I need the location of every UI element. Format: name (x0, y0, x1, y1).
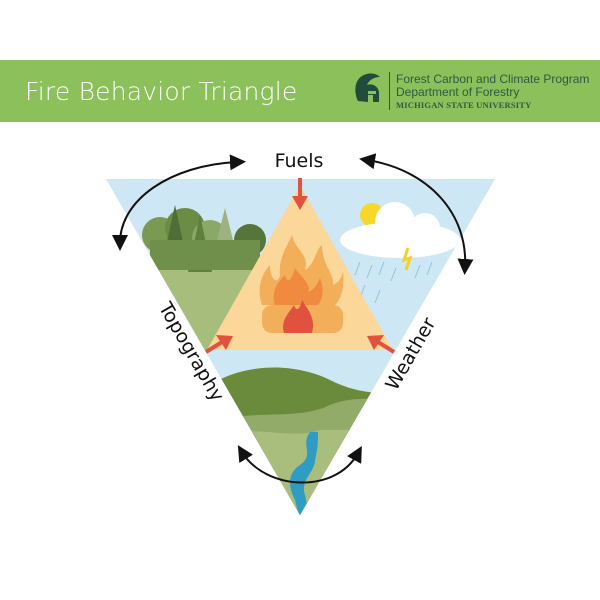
org-department: Department of Forestry (396, 85, 520, 99)
header-banner: Fire Behavior Triangle Forest Carbon and… (0, 60, 600, 122)
red-arrows (204, 178, 396, 354)
fuels-label: Fuels (275, 150, 324, 172)
fire-icon (259, 235, 344, 333)
spartan-helmet-logo (355, 73, 380, 102)
organization-name: Forest Carbon and Climate Program Depart… (396, 73, 589, 112)
fuels-arrow-icon (292, 178, 308, 210)
weather-arrow-icon (367, 335, 396, 354)
org-university: MICHIGAN STATE UNIVERSITY (396, 100, 532, 110)
fuels-weather-arrow-icon (359, 153, 474, 275)
logo-divider (389, 72, 390, 110)
page-title: Fire Behavior Triangle (25, 77, 298, 106)
topography-weather-arrow-icon (237, 445, 362, 484)
topography-arrow-icon (204, 335, 233, 354)
grass-area (140, 260, 260, 350)
hills-illustration (106, 350, 495, 515)
org-program: Forest Carbon and Climate Program (396, 72, 590, 86)
fuels-topography-arrow-icon (112, 154, 246, 251)
